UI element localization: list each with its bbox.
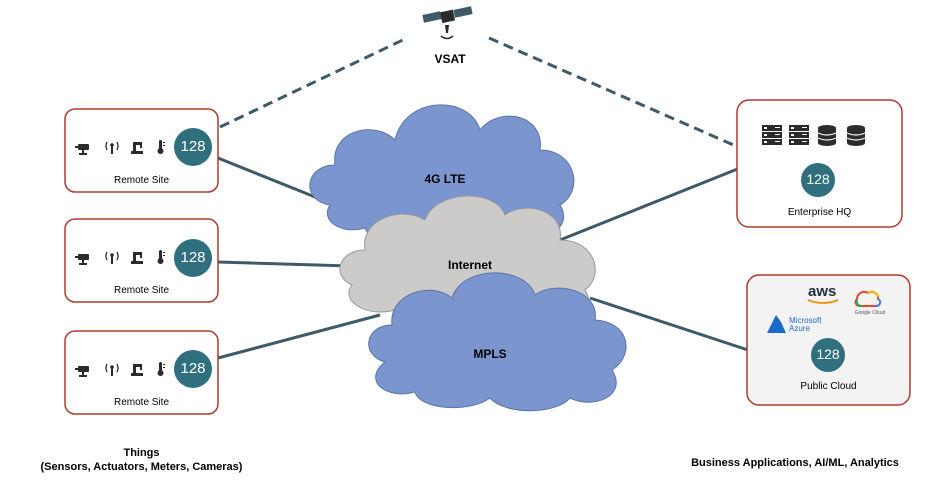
database-icon bbox=[817, 124, 837, 147]
enterprise-badge: 128 bbox=[806, 171, 830, 187]
public-cloud-label: Public Cloud bbox=[800, 381, 857, 392]
remote-site-label: Remote Site bbox=[113, 285, 170, 296]
link-internet-hq bbox=[554, 166, 741, 244]
link-internet-publiccloud bbox=[589, 296, 749, 352]
badge-circle bbox=[801, 163, 835, 197]
cloud-mpls bbox=[368, 272, 627, 412]
badge-circle bbox=[174, 128, 212, 166]
enterprise-label: Enterprise HQ bbox=[787, 207, 852, 218]
azure-logo-line1: Microsoft bbox=[789, 316, 822, 325]
remote-site-box-2 bbox=[64, 218, 219, 303]
badge-circle bbox=[174, 350, 212, 388]
google-cloud-icon bbox=[854, 290, 882, 307]
things-caption: Things (Sensors, Actuators, Meters, Came… bbox=[0, 446, 283, 474]
aws-smile bbox=[807, 299, 839, 304]
public-cloud-badge: 128 bbox=[816, 346, 840, 362]
remote-site-badge: 128 bbox=[180, 360, 206, 377]
cloud-label-4g-lte: 4G LTE bbox=[424, 172, 466, 186]
badge-circle bbox=[174, 239, 212, 277]
things-caption-line1: Things bbox=[123, 447, 160, 459]
link-site2-internet bbox=[217, 260, 351, 268]
azure-logo-icon bbox=[767, 315, 786, 333]
server-rack-icon bbox=[789, 125, 809, 145]
azure-logo-text: Microsoft Azure bbox=[789, 317, 821, 333]
vsat-label: VSAT bbox=[434, 52, 466, 66]
remote-site-box-3 bbox=[64, 330, 219, 415]
cloud-label-internet: Internet bbox=[447, 258, 492, 272]
badge-circle bbox=[811, 338, 845, 372]
database-icon bbox=[846, 124, 866, 147]
things-caption-line2: (Sensors, Actuators, Meters, Cameras) bbox=[40, 461, 243, 473]
google-cloud-text: Google Cloud bbox=[854, 310, 886, 316]
remote-site-label: Remote Site bbox=[113, 175, 170, 186]
link-site3-mpls bbox=[217, 313, 381, 360]
remote-site-label: Remote Site bbox=[113, 397, 170, 408]
remote-site-box-1 bbox=[64, 108, 219, 193]
remote-site-badge: 128 bbox=[180, 249, 206, 266]
business-caption: Business Applications, AI/ML, Analytics bbox=[691, 457, 899, 469]
remote-site-badge: 128 bbox=[180, 138, 206, 155]
aws-logo-text: aws bbox=[808, 283, 837, 300]
server-rack-icon bbox=[762, 125, 782, 145]
enterprise-hq-box bbox=[736, 99, 903, 228]
azure-logo-line2: Azure bbox=[789, 324, 810, 333]
satellite-icon bbox=[422, 6, 473, 40]
vsat-link-right bbox=[488, 36, 746, 152]
cloud-label-mpls: MPLS bbox=[473, 347, 507, 361]
public-cloud-box bbox=[746, 274, 911, 406]
vsat-link-left bbox=[219, 36, 408, 129]
